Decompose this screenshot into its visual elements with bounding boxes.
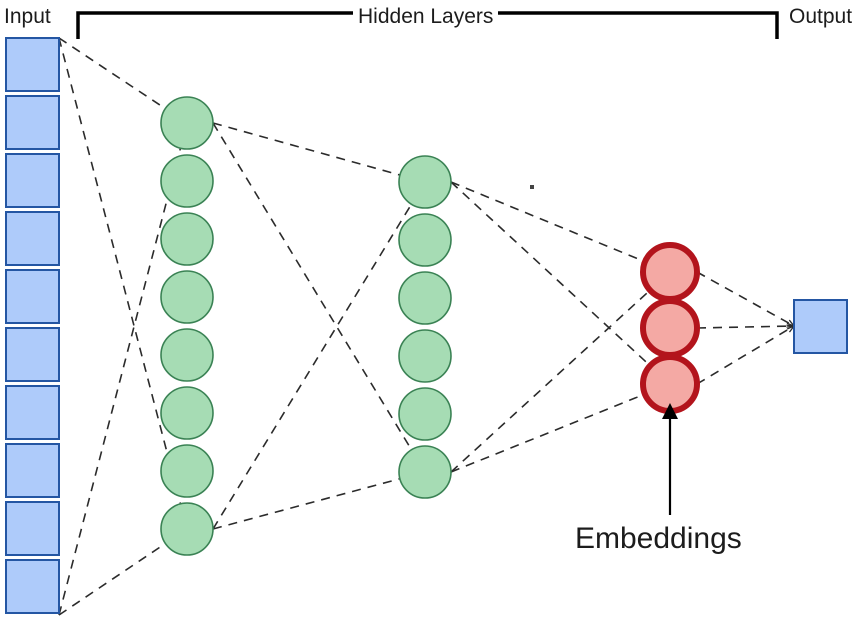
embedding-layer-node-3 <box>640 354 700 414</box>
input-layer-node-2 <box>5 95 60 150</box>
hidden-layer-1-node-2 <box>160 154 214 208</box>
embedding-layer-node-1 <box>640 242 700 302</box>
output-layer-label: Output <box>789 5 853 28</box>
connection-line <box>450 383 672 473</box>
stray-mark <box>530 185 534 189</box>
hidden-layer-2-node-2 <box>398 213 452 267</box>
connection-line <box>212 180 426 530</box>
hidden-layer-1-node-1 <box>160 96 214 150</box>
connection-line <box>450 270 672 473</box>
hidden-layer-1-node-5 <box>160 328 214 382</box>
hidden-layer-2-node-1 <box>398 155 452 209</box>
connection-line <box>696 322 796 330</box>
connection-line <box>58 37 189 531</box>
output-layer-node-1 <box>793 299 848 354</box>
input-layer-node-1 <box>5 37 60 92</box>
connection-line <box>450 181 672 273</box>
hidden-layer-1-node-3 <box>160 212 214 266</box>
hidden-layer-1-node-6 <box>160 386 214 440</box>
connections-group <box>58 37 796 616</box>
input-layer-node-10 <box>5 559 60 614</box>
connection-line <box>212 470 427 530</box>
hidden-layer-1-node-7 <box>160 444 214 498</box>
hidden-layer-2-node-6 <box>398 445 452 499</box>
input-layer-node-7 <box>5 385 60 440</box>
hidden-layer-2-node-4 <box>398 329 452 383</box>
hidden-layer-1-node-8 <box>160 502 214 556</box>
connection-line <box>696 325 796 385</box>
connection-line <box>696 271 796 327</box>
hidden-layer-2-node-3 <box>398 271 452 325</box>
input-layer-node-5 <box>5 269 60 324</box>
embeddings-label: Embeddings <box>575 522 742 555</box>
hidden-layer-2-node-5 <box>398 387 452 441</box>
connection-line <box>58 121 189 616</box>
connection-line <box>450 181 672 386</box>
hidden-layers-label: Hidden Layers <box>353 6 499 27</box>
annotation-group <box>530 185 678 515</box>
input-layer-node-6 <box>5 327 60 382</box>
input-layer-node-3 <box>5 153 60 208</box>
nodes-group <box>5 37 848 614</box>
connection-line <box>212 122 427 184</box>
input-layer-node-8 <box>5 443 60 498</box>
hidden-layer-1-node-4 <box>160 270 214 324</box>
connection-line <box>212 122 426 474</box>
input-layer-node-4 <box>5 211 60 266</box>
input-layer-label: Input <box>4 5 51 28</box>
input-layer-node-9 <box>5 501 60 556</box>
embedding-layer-node-2 <box>640 298 700 358</box>
